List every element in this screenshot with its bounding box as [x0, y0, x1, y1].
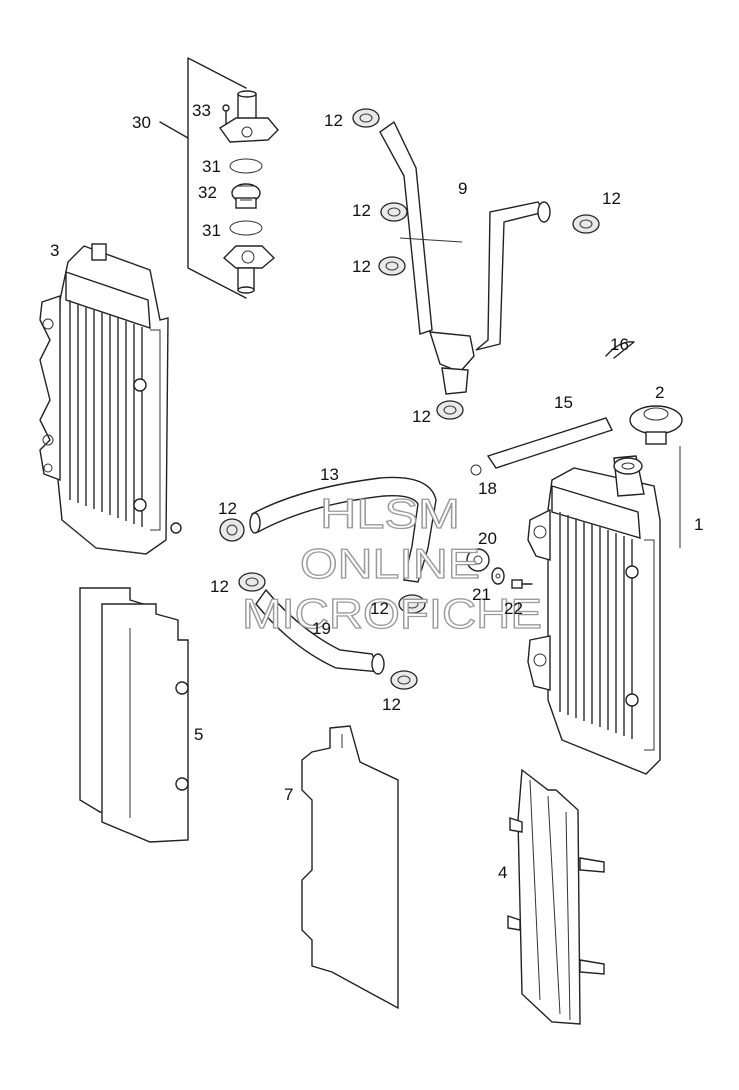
hose-clamp[interactable] [436, 400, 464, 420]
lower-hose-13[interactable] [249, 476, 437, 583]
part-label: 31 [202, 157, 221, 176]
thermostat[interactable] [231, 183, 261, 209]
part-label: 15 [554, 393, 573, 412]
o-ring-lower[interactable] [229, 220, 263, 236]
part-label: 4 [498, 863, 507, 882]
part-label: 21 [472, 585, 491, 604]
part-label: 12 [352, 201, 371, 220]
part-label: 30 [132, 113, 151, 132]
thermostat-housing-cover[interactable] [218, 90, 279, 143]
part-label: 31 [202, 221, 221, 240]
hose-clamp[interactable] [380, 202, 408, 222]
washer[interactable] [491, 567, 505, 585]
part-label: 12 [352, 257, 371, 276]
hose-clamp[interactable] [219, 518, 245, 542]
part-label: 16 [610, 335, 629, 354]
hose-clamp[interactable] [572, 214, 600, 234]
part-label: 12 [602, 189, 621, 208]
part-label: 12 [412, 407, 431, 426]
watermark-line-1: HLSM [320, 490, 460, 537]
part-label: 19 [312, 619, 331, 638]
hose-clamp[interactable] [398, 594, 426, 614]
part-label: 5 [194, 725, 203, 744]
part-label: 13 [320, 465, 339, 484]
hose-clamp[interactable] [378, 256, 406, 276]
part-label: 20 [478, 529, 497, 548]
watermark: HLSM ONLINE MICROFICHE [241, 489, 542, 637]
part-label: 32 [198, 183, 217, 202]
part-label: 3 [50, 241, 59, 260]
part-label: 12 [370, 599, 389, 618]
radiator-guard-7[interactable] [301, 725, 399, 1010]
radiator-shroud-4[interactable] [507, 768, 605, 1025]
overflow-hose[interactable] [486, 417, 613, 469]
part-label: 9 [458, 179, 467, 198]
radiator-cap[interactable] [629, 405, 683, 445]
part-labels: 30 33 31 32 31 3 12 9 12 12 12 16 2 15 1… [50, 101, 703, 882]
hose-clamp[interactable] [238, 572, 266, 592]
hose-clamp[interactable] [390, 670, 418, 690]
hose-clip-18[interactable] [470, 464, 482, 476]
watermark-line-3: MICROFICHE [242, 590, 542, 637]
part-label: 33 [192, 101, 211, 120]
thermostat-group-bracket [159, 57, 247, 299]
radiator-left-core [69, 300, 143, 527]
hose-clamp[interactable] [352, 108, 380, 128]
part-label: 22 [504, 599, 523, 618]
rubber-grommet[interactable] [466, 548, 490, 572]
part-label: 2 [655, 383, 664, 402]
part-label: 12 [324, 111, 343, 130]
part-label: 1 [694, 515, 703, 534]
housing-screw[interactable] [222, 104, 230, 125]
lower-hose-19[interactable] [255, 588, 385, 675]
radiator-shroud-5[interactable] [79, 587, 189, 843]
part-label: 12 [218, 499, 237, 518]
part-label: 12 [382, 695, 401, 714]
thermostat-housing-base[interactable] [222, 245, 276, 294]
radiator-right[interactable] [527, 446, 681, 775]
upper-hose-y[interactable] [379, 120, 551, 395]
bolt[interactable] [511, 579, 533, 589]
radiator-left[interactable] [39, 243, 182, 555]
hose-clip-16[interactable] [605, 341, 635, 359]
part-label: 18 [478, 479, 497, 498]
part-label: 12 [210, 577, 229, 596]
o-ring-upper[interactable] [229, 158, 263, 174]
watermark-line-2: ONLINE [300, 540, 480, 587]
part-label: 7 [284, 785, 293, 804]
